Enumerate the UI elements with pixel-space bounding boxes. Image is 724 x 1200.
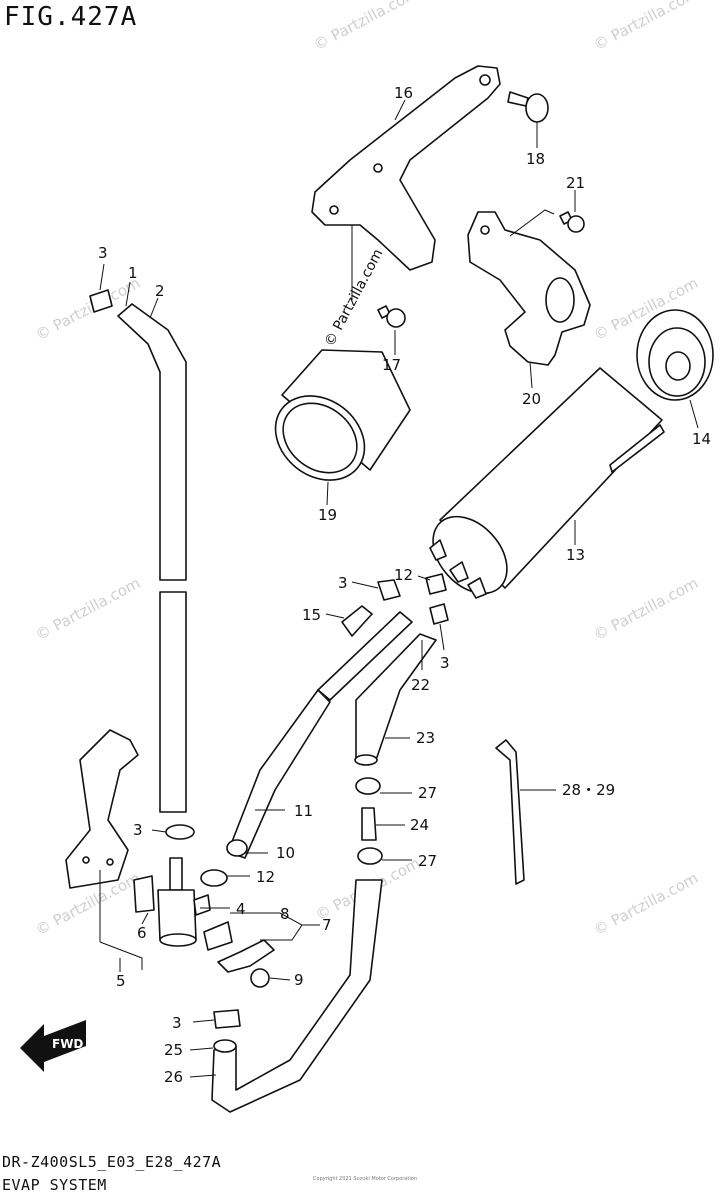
plug-15[interactable] xyxy=(341,605,373,637)
callout-14: 14 xyxy=(692,430,711,448)
callout-6: 6 xyxy=(137,924,147,942)
callout-22: 22 xyxy=(411,676,430,694)
callout-25: 25 xyxy=(164,1041,183,1059)
hose-23[interactable] xyxy=(354,633,437,766)
callout-23: 23 xyxy=(416,729,435,747)
callout-24: 24 xyxy=(410,816,429,834)
callout-19: 19 xyxy=(318,506,337,524)
bolt-17[interactable] xyxy=(377,305,406,328)
callout-18: 18 xyxy=(526,150,545,168)
callout-27: 27 xyxy=(418,784,437,802)
hose-11[interactable] xyxy=(226,611,413,859)
callout-8: 8 xyxy=(280,905,290,923)
copyright-notice: Copyright 2021 Suzuki Motor Corporation xyxy=(313,1176,417,1182)
canister-cover-19[interactable] xyxy=(259,349,411,497)
callout-15: 15 xyxy=(302,606,321,624)
figure-title: FIG.427A xyxy=(4,2,138,32)
callout-9: 9 xyxy=(294,971,304,989)
callout-27: 27 xyxy=(418,852,437,870)
evap-canister-13[interactable] xyxy=(418,367,665,608)
callout-28-29: 28・29 xyxy=(562,781,615,799)
cable-tie-28-29[interactable] xyxy=(495,739,525,885)
callout-2: 2 xyxy=(155,282,165,300)
joint-24[interactable] xyxy=(361,807,377,841)
clamp-3-mid-left[interactable] xyxy=(165,824,195,840)
bolt-18[interactable] xyxy=(507,91,549,123)
callout-3: 3 xyxy=(440,654,450,672)
callout-3: 3 xyxy=(98,244,108,262)
callout-20: 20 xyxy=(522,390,541,408)
clamp-3-bottom[interactable] xyxy=(213,1009,241,1029)
callout-26: 26 xyxy=(164,1068,183,1086)
section-name: EVAP SYSTEM xyxy=(2,1176,107,1194)
callout-21: 21 xyxy=(566,174,585,192)
callout-3: 3 xyxy=(338,574,348,592)
bracket-5[interactable] xyxy=(65,729,139,889)
forward-label: FWD xyxy=(52,1037,83,1051)
bolt-9[interactable] xyxy=(250,968,270,988)
clamp-12-top[interactable] xyxy=(425,573,447,595)
clip-6[interactable] xyxy=(133,875,155,913)
bolt-21[interactable] xyxy=(559,211,585,233)
clamp-27-upper[interactable] xyxy=(355,777,381,795)
forward-arrow-badge: FWD xyxy=(20,1020,86,1072)
callout-17: 17 xyxy=(382,356,401,374)
clamp-3-top[interactable] xyxy=(377,579,401,601)
callout-3: 3 xyxy=(133,821,143,839)
bracket-20[interactable] xyxy=(467,211,591,366)
clamp-12-left[interactable] xyxy=(200,869,228,887)
clamp-3-right[interactable] xyxy=(429,603,449,625)
clamp-8[interactable] xyxy=(203,921,233,951)
callout-11: 11 xyxy=(294,802,313,820)
callout-4: 4 xyxy=(236,900,246,918)
clamp-7[interactable] xyxy=(217,939,275,973)
callout-12: 12 xyxy=(256,868,275,886)
valve-4[interactable] xyxy=(157,857,211,947)
hose-2[interactable] xyxy=(117,303,187,813)
clamp-27-lower[interactable] xyxy=(357,847,383,865)
callout-7: 7 xyxy=(322,916,332,934)
callout-16: 16 xyxy=(394,84,413,102)
clamp-3-upper-left[interactable] xyxy=(89,289,113,313)
canister-cap-14[interactable] xyxy=(636,309,714,401)
callout-13: 13 xyxy=(566,546,585,564)
callout-5: 5 xyxy=(116,972,126,990)
callout-12: 12 xyxy=(394,566,413,584)
model-code: DR-Z400SL5_E03_E28_427A xyxy=(2,1153,222,1171)
callout-labels: 1 2 3 3 3 3 3 4 5 6 7 8 9 10 11 12 12 13… xyxy=(98,84,711,1086)
bracket-16[interactable] xyxy=(311,65,501,271)
callout-1: 1 xyxy=(128,264,138,282)
callout-3: 3 xyxy=(172,1014,182,1032)
callout-10: 10 xyxy=(276,844,295,862)
